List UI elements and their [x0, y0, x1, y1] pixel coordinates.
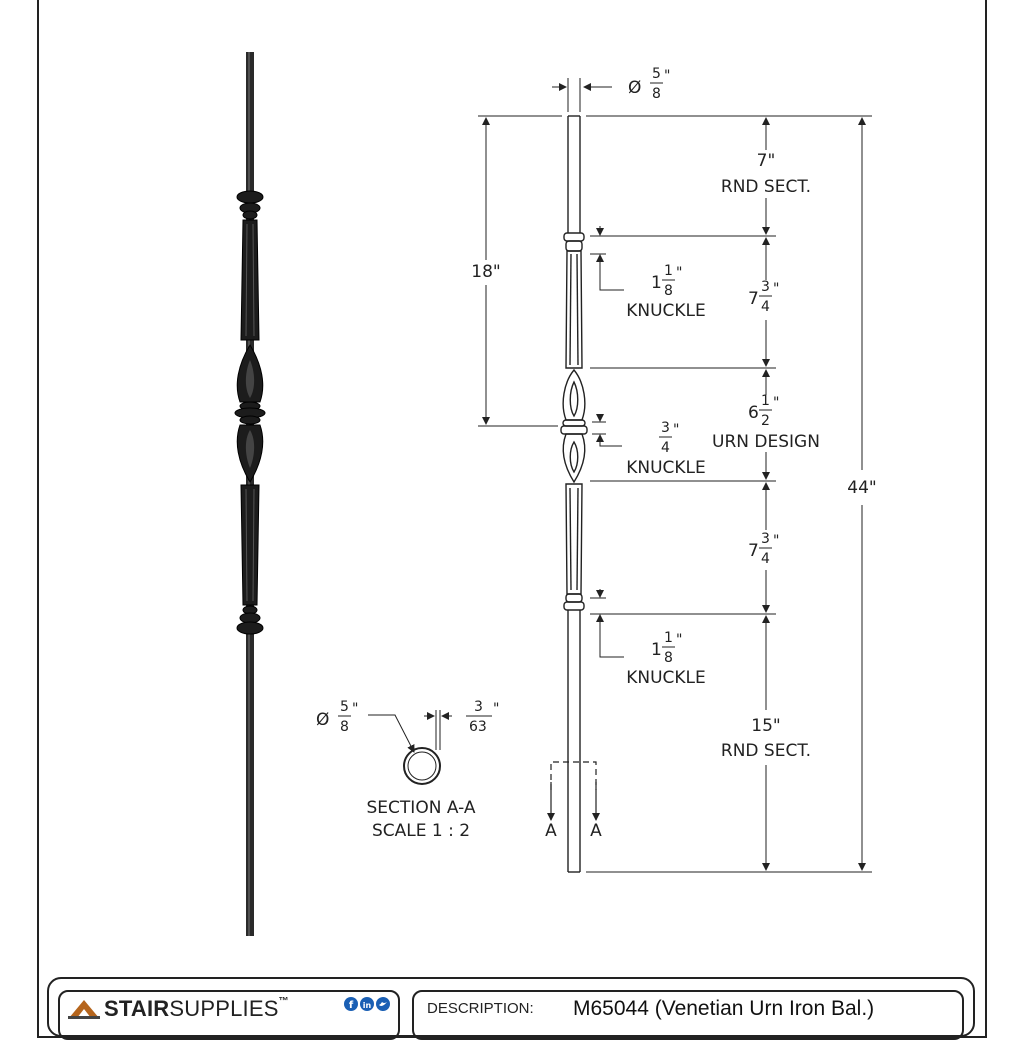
rnd-top-length: 7": [757, 151, 776, 171]
urn-label: URN DESIGN: [712, 432, 820, 452]
urn-den: 2: [761, 413, 770, 429]
knuckle1-den: 8: [664, 283, 673, 299]
sect-lower-whole: 7: [748, 541, 759, 561]
knuckle1-inch: ": [676, 265, 682, 281]
section-dia-den: 8: [340, 719, 349, 735]
section-marker-right: A: [590, 821, 602, 841]
sect-upper-den: 4: [761, 299, 770, 315]
knuckle3-label: KNUCKLE: [626, 668, 706, 688]
dia-top-num: 5: [652, 66, 661, 82]
rnd-bottom-length: 15": [751, 716, 780, 736]
dia-top-den: 8: [652, 86, 661, 102]
section-dia-symbol: Ø: [316, 710, 329, 730]
brand-bold: STAIR: [104, 996, 170, 1021]
knuckle1-whole: 1: [651, 273, 662, 293]
dimension-text: Ø 5 8 " 7" RND SECT. 18" 1 1 8 " KNUCKLE…: [316, 66, 877, 841]
knuckle3-num: 1: [664, 630, 673, 646]
dia-top-inch: ": [664, 68, 670, 84]
knuckle3-den: 8: [664, 650, 673, 666]
knuckle2-num: 3: [661, 420, 670, 436]
wall-inch: ": [493, 701, 499, 717]
brand-name: STAIRSUPPLIES™: [104, 996, 289, 1022]
section-dia-inch: ": [352, 701, 358, 717]
baluster-render: [234, 52, 266, 936]
brand-trademark: ™: [278, 996, 289, 1007]
knuckle2-inch: ": [673, 422, 679, 438]
knuckle3-whole: 1: [651, 640, 662, 660]
svg-text:in: in: [363, 1001, 372, 1010]
facebook-icon[interactable]: f: [344, 997, 358, 1011]
linkedin-icon[interactable]: in: [360, 997, 374, 1011]
baluster-outline: [560, 115, 588, 873]
description-label: DESCRIPTION:: [427, 1000, 534, 1017]
svg-text:f: f: [349, 1000, 354, 1011]
urn-num: 1: [761, 393, 770, 409]
knuckle1-label: KNUCKLE: [626, 301, 706, 321]
knuckle2-label: KNUCKLE: [626, 458, 706, 478]
section-title: SECTION A-A: [367, 798, 476, 818]
description-value: M65044 (Venetian Urn Iron Bal.): [573, 997, 875, 1020]
social-icons: f in: [344, 997, 390, 1011]
rnd-top-label: RND SECT.: [721, 177, 811, 197]
sect-lower-num: 3: [761, 531, 770, 547]
section-scale: SCALE 1 : 2: [372, 821, 470, 841]
dimension-lines: [482, 83, 866, 871]
twitter-icon[interactable]: [376, 997, 390, 1011]
sect-upper-num: 3: [761, 279, 770, 295]
rnd-bottom-label: RND SECT.: [721, 741, 811, 761]
knuckle2-den: 4: [661, 440, 670, 456]
knuckle1-num: 1: [664, 263, 673, 279]
wall-den: 63: [469, 719, 487, 735]
section-dia-num: 5: [340, 699, 349, 715]
urn-inch: ": [773, 395, 779, 411]
section-cut-markers: [547, 761, 600, 821]
section-marker-left: A: [545, 821, 557, 841]
knuckle3-inch: ": [676, 632, 682, 648]
wall-num: 3: [474, 699, 483, 715]
sect-upper-inch: ": [773, 281, 779, 297]
sect-lower-inch: ": [773, 533, 779, 549]
sect-lower-den: 4: [761, 551, 770, 567]
overall-length: 44": [847, 478, 876, 498]
brand-regular: SUPPLIES: [169, 996, 279, 1021]
stair-logo-icon: [68, 1000, 100, 1019]
sect-upper-whole: 7: [748, 289, 759, 309]
dia-symbol-top: Ø: [628, 78, 641, 98]
urn-whole: 6: [748, 403, 759, 423]
section-aa-view: [368, 710, 452, 785]
upper-overall-length: 18": [471, 262, 500, 282]
extension-lines: [478, 78, 872, 873]
